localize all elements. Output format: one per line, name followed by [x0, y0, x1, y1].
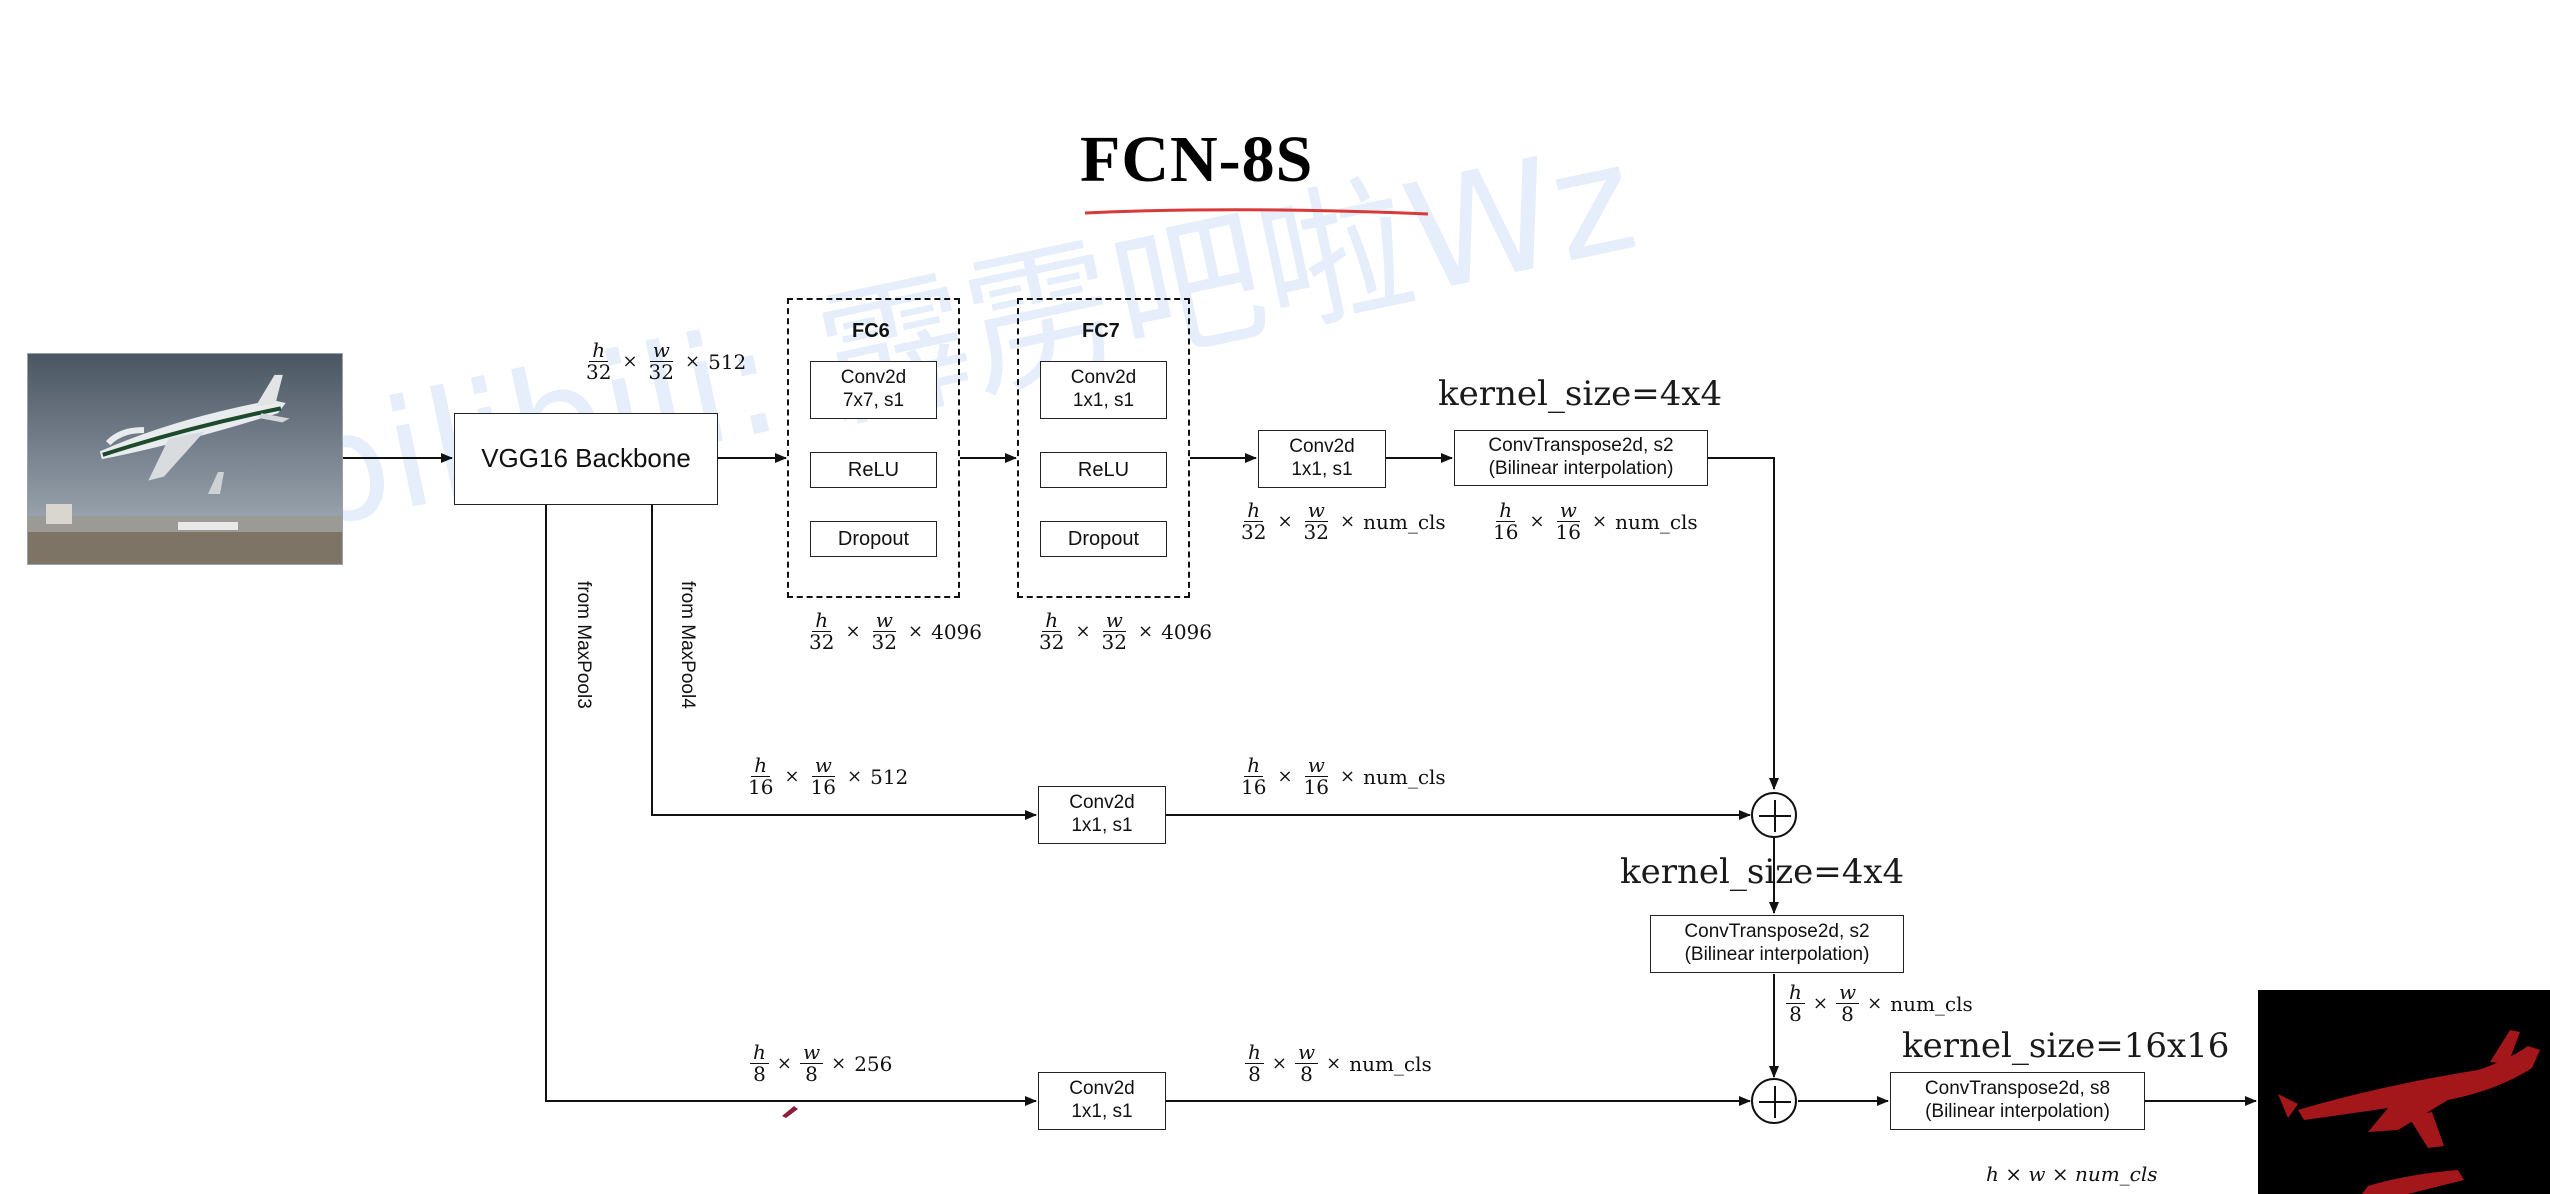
- title-underline: [1085, 210, 1428, 214]
- segmented-airplane-icon: [2258, 990, 2550, 1194]
- kernel-size-label-1: kernel_size=4x4: [1438, 374, 1722, 414]
- shape-pool3-in: h8× w8× 256: [750, 1042, 892, 1085]
- add-node-2: [1751, 1078, 1797, 1124]
- conv2d-pool3-box: Conv2d 1x1, s1: [1038, 1072, 1166, 1130]
- pen-cursor-icon: [780, 1104, 800, 1118]
- add-node-1: [1751, 792, 1797, 838]
- vgg16-backbone-box: VGG16 Backbone: [454, 413, 718, 505]
- shape-fc7-out: h32× w32× 4096: [1036, 610, 1212, 653]
- shape-pool3-out: h8× w8× num_cls: [1245, 1042, 1432, 1085]
- vgg16-backbone-label: VGG16 Backbone: [481, 443, 691, 474]
- fc7-conv2d-box: Conv2d 1x1, s1: [1040, 361, 1167, 419]
- fc7-title: FC7: [1082, 320, 1120, 343]
- line-deconv1-to-add1: [1708, 458, 1774, 789]
- convtranspose-s2-box-2: ConvTranspose2d, s2 (Bilinear interpolat…: [1650, 915, 1904, 973]
- fc6-conv2d-label: Conv2d 7x7, s1: [841, 367, 907, 413]
- convtranspose-s8-box: ConvTranspose2d, s8 (Bilinear interpolat…: [1890, 1072, 2145, 1130]
- from-maxpool3-label: from MaxPool3: [572, 581, 594, 709]
- airplane-photo-icon: [28, 354, 342, 564]
- fc6-relu-box: ReLU: [810, 452, 937, 488]
- shape-conv-top-out: h32× w32× num_cls: [1238, 500, 1446, 543]
- shape-backbone-out: h32× w32× 512: [583, 340, 746, 383]
- conv2d-top-label: Conv2d 1x1, s1: [1289, 436, 1355, 482]
- convtranspose-s8-label: ConvTranspose2d, s8 (Bilinear interpolat…: [1925, 1078, 2110, 1124]
- final-shape-label: h × w × num_cls: [1986, 1162, 2158, 1186]
- convtranspose-s2-box-1: ConvTranspose2d, s2 (Bilinear interpolat…: [1454, 430, 1708, 486]
- fc6-title: FC6: [852, 320, 890, 343]
- shape-deconv2-out: h8× w8× num_cls: [1786, 982, 1973, 1025]
- convtranspose-s2-label-1: ConvTranspose2d, s2 (Bilinear interpolat…: [1488, 435, 1673, 481]
- fc7-dropout-box: Dropout: [1040, 521, 1167, 557]
- conv2d-pool4-box: Conv2d 1x1, s1: [1038, 786, 1166, 844]
- shape-pool4-in: h16× w16× 512: [745, 755, 908, 798]
- fc6-conv2d-box: Conv2d 7x7, s1: [810, 361, 937, 419]
- conv2d-pool4-label: Conv2d 1x1, s1: [1069, 792, 1135, 838]
- fc7-dropout-label: Dropout: [1068, 527, 1139, 551]
- kernel-size-label-3: kernel_size=16x16: [1902, 1026, 2229, 1066]
- shape-deconv1-out: h16× w16× num_cls: [1490, 500, 1698, 543]
- fc7-relu-label: ReLU: [1078, 458, 1129, 482]
- shape-fc6-out: h32× w32× 4096: [806, 610, 982, 653]
- fc7-relu-box: ReLU: [1040, 452, 1167, 488]
- input-image: [27, 353, 343, 565]
- fc7-conv2d-label: Conv2d 1x1, s1: [1071, 367, 1137, 413]
- conv2d-pool3-label: Conv2d 1x1, s1: [1069, 1078, 1135, 1124]
- shape-pool4-out: h16× w16× num_cls: [1238, 755, 1446, 798]
- conv2d-top-box: Conv2d 1x1, s1: [1258, 430, 1386, 488]
- from-maxpool4-label: from MaxPool4: [676, 581, 698, 709]
- kernel-size-label-2: kernel_size=4x4: [1620, 852, 1904, 892]
- convtranspose-s2-label-2: ConvTranspose2d, s2 (Bilinear interpolat…: [1684, 921, 1869, 967]
- segmentation-output-image: [2258, 990, 2550, 1194]
- fc6-relu-label: ReLU: [848, 458, 899, 482]
- fc6-dropout-label: Dropout: [838, 527, 909, 551]
- fc6-dropout-box: Dropout: [810, 521, 937, 557]
